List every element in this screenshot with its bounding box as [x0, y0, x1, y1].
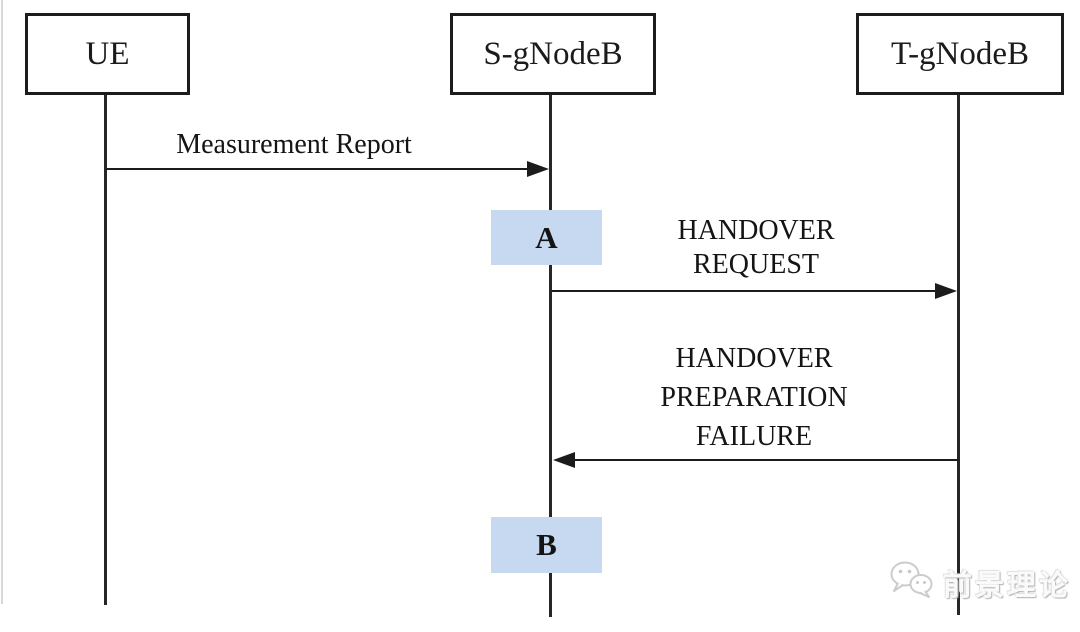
lifeline-ue — [104, 95, 107, 605]
actor-label-t-gnodeb: T-gNodeB — [890, 35, 1030, 72]
actor-label-ue: UE — [85, 35, 130, 72]
lifeline-s-gnodeb — [549, 95, 552, 617]
watermark: 前景理论 — [889, 560, 1071, 605]
message-label-measurement-report: Measurement Report — [176, 129, 412, 160]
message-line-handover-request — [552, 290, 938, 292]
page-left-border — [1, 0, 3, 604]
arrowhead-right-icon — [935, 283, 957, 299]
marker-label-a: A — [535, 219, 558, 255]
actor-box-s-gnodeb: S-gNodeB — [450, 13, 656, 95]
wechat-icon — [889, 560, 935, 605]
arrowhead-left-icon — [553, 452, 575, 468]
message-label-handover-preparation-failure: HANDOVER PREPARATION FAILURE — [660, 343, 848, 452]
actor-box-t-gnodeb: T-gNodeB — [856, 13, 1064, 95]
lifeline-t-gnodeb — [957, 95, 960, 615]
marker-label-b: B — [536, 527, 557, 562]
message-label-handover-request: HANDOVER REQUEST — [677, 215, 835, 280]
actor-label-s-gnodeb: S-gNodeB — [483, 35, 623, 72]
arrowhead-right-icon — [527, 161, 549, 177]
marker-box-b: B — [491, 517, 602, 573]
actor-box-ue: UE — [25, 13, 190, 95]
message-line-handover-preparation-failure — [573, 459, 959, 461]
marker-box-a: A — [491, 210, 602, 265]
message-line-measurement-report — [106, 168, 532, 170]
watermark-text: 前景理论 — [943, 567, 1072, 602]
